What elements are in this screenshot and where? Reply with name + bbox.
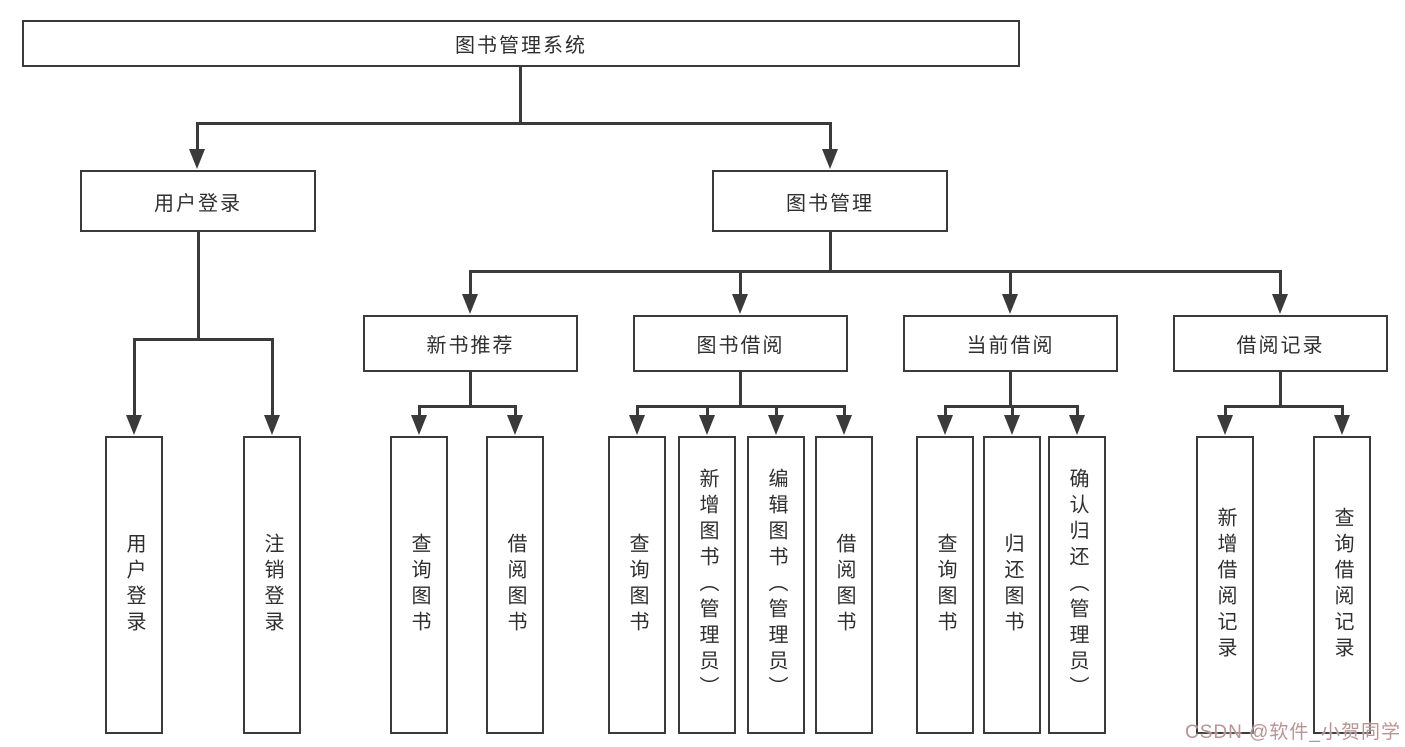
connector-line (513, 405, 517, 417)
node-logout-leaf: 注销登录 (243, 436, 301, 734)
node-book-management: 图书管理 (712, 170, 948, 232)
arrowhead-icon (768, 415, 784, 435)
arrowhead-icon (937, 415, 953, 435)
node-library-management-system: 图书管理系统 (22, 20, 1020, 67)
node-add-books-admin: 新增图书（管理员） (678, 436, 736, 734)
connector-line (196, 232, 200, 341)
connector-line (417, 405, 517, 408)
node-user-login-leaf: 用户登录 (105, 436, 163, 734)
arrowhead-icon (264, 415, 280, 435)
connector-line (195, 122, 832, 125)
connector-line (1008, 372, 1012, 408)
node-query-books-borrowing: 查询图书 (608, 436, 666, 734)
connector-line (774, 405, 778, 417)
node-query-books-current: 查询图书 (916, 436, 974, 734)
connector-line (270, 338, 274, 416)
arrowhead-icon (462, 294, 478, 314)
connector-line (828, 232, 832, 273)
node-query-borrow-record: 查询借阅记录 (1313, 436, 1371, 734)
watermark: CSDN @软件_小贺同学 (1185, 722, 1401, 743)
connector-line (1223, 405, 1344, 408)
connector-line (1075, 405, 1079, 417)
connector-line (943, 405, 1079, 408)
connector-line (828, 122, 832, 151)
arrowhead-icon (1004, 415, 1020, 435)
connector-line (417, 405, 421, 417)
connector-line (705, 405, 709, 417)
node-borrow-books-recommend: 借阅图书 (486, 436, 544, 734)
connector-line (132, 338, 136, 416)
arrowhead-icon (822, 149, 838, 169)
connector-line (1340, 405, 1344, 417)
connector-line (943, 405, 947, 417)
arrowhead-icon (836, 415, 852, 435)
connector-line (468, 270, 1282, 273)
node-book-borrowing: 图书借阅 (633, 315, 848, 372)
node-query-books-recommend: 查询图书 (390, 436, 448, 734)
connector-line (1278, 270, 1282, 296)
node-confirm-return-admin: 确认归还（管理员） (1048, 436, 1106, 734)
connector-line (468, 270, 472, 296)
node-add-borrow-record: 新增借阅记录 (1196, 436, 1254, 734)
arrowhead-icon (189, 149, 205, 169)
connector-line (518, 67, 522, 123)
arrowhead-icon (1002, 294, 1018, 314)
node-borrow-books-leaf: 借阅图书 (815, 436, 873, 734)
arrowhead-icon (1272, 294, 1288, 314)
arrowhead-icon (1217, 415, 1233, 435)
connector-line (468, 372, 472, 408)
node-return-books: 归还图书 (983, 436, 1041, 734)
connector-line (195, 122, 199, 151)
node-user-login: 用户登录 (80, 170, 316, 232)
connector-line (1010, 405, 1014, 417)
arrowhead-icon (699, 415, 715, 435)
arrowhead-icon (507, 415, 523, 435)
connector-line (1278, 372, 1282, 408)
node-current-borrowing: 当前借阅 (903, 315, 1118, 372)
connector-line (842, 405, 846, 417)
arrowhead-icon (732, 294, 748, 314)
arrowhead-icon (126, 415, 142, 435)
connector-line (635, 405, 846, 408)
connector-line (1008, 270, 1012, 296)
connector-line (738, 270, 742, 296)
connector-line (738, 372, 742, 408)
arrowhead-icon (411, 415, 427, 435)
connector-line (1223, 405, 1227, 417)
node-new-book-recommendation: 新书推荐 (363, 315, 578, 372)
node-edit-books-admin: 编辑图书（管理员） (747, 436, 805, 734)
connector-line (132, 338, 274, 341)
arrowhead-icon (1069, 415, 1085, 435)
arrowhead-icon (629, 415, 645, 435)
connector-line (635, 405, 639, 417)
node-borrowing-records: 借阅记录 (1173, 315, 1388, 372)
arrowhead-icon (1334, 415, 1350, 435)
